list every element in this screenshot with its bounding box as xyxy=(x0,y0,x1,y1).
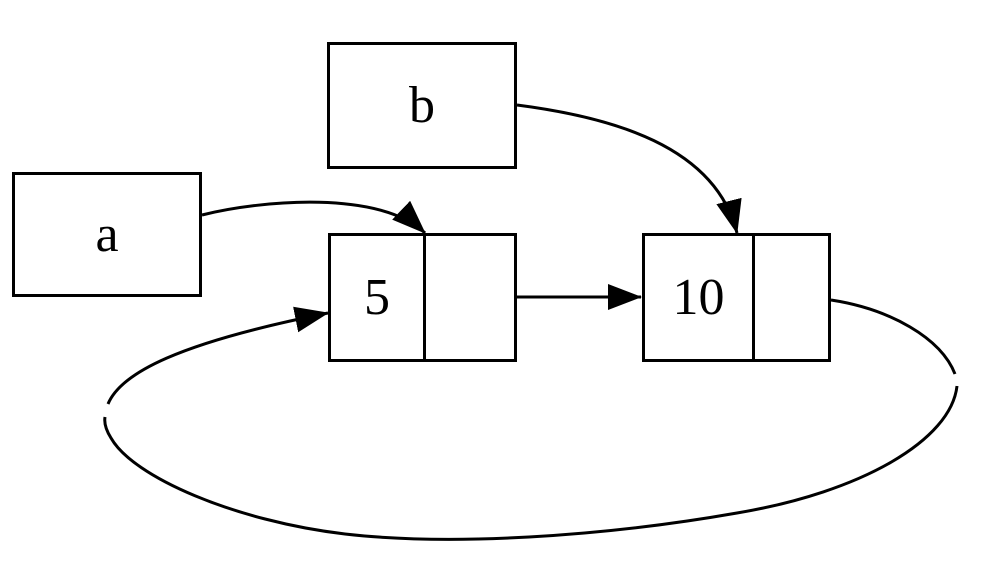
cell-5-value-label: 5 xyxy=(364,268,390,326)
cell-10-value-label: 10 xyxy=(672,268,725,326)
edge-cell10-loop-bottom-segment xyxy=(103,385,959,541)
variable-b-label: b xyxy=(409,76,435,134)
cons-cell-10: 10 xyxy=(642,233,831,362)
edge-a-to-cell5 xyxy=(201,200,427,235)
cons-cell-10-car: 10 xyxy=(645,236,755,359)
edge-b-to-cell10 xyxy=(516,103,742,234)
cons-cell-5-cdr xyxy=(426,236,514,359)
variable-box-a: a xyxy=(12,172,202,297)
variable-a-label: a xyxy=(95,205,119,263)
variable-box-b: b xyxy=(327,42,517,169)
cons-cell-5-car: 5 xyxy=(331,236,426,359)
edge-cell10-loop-right-segment xyxy=(830,298,957,375)
cons-cell-10-cdr xyxy=(755,236,828,359)
edge-cell10-loop-to-cell5 xyxy=(106,306,329,405)
cons-cell-5: 5 xyxy=(328,233,517,362)
